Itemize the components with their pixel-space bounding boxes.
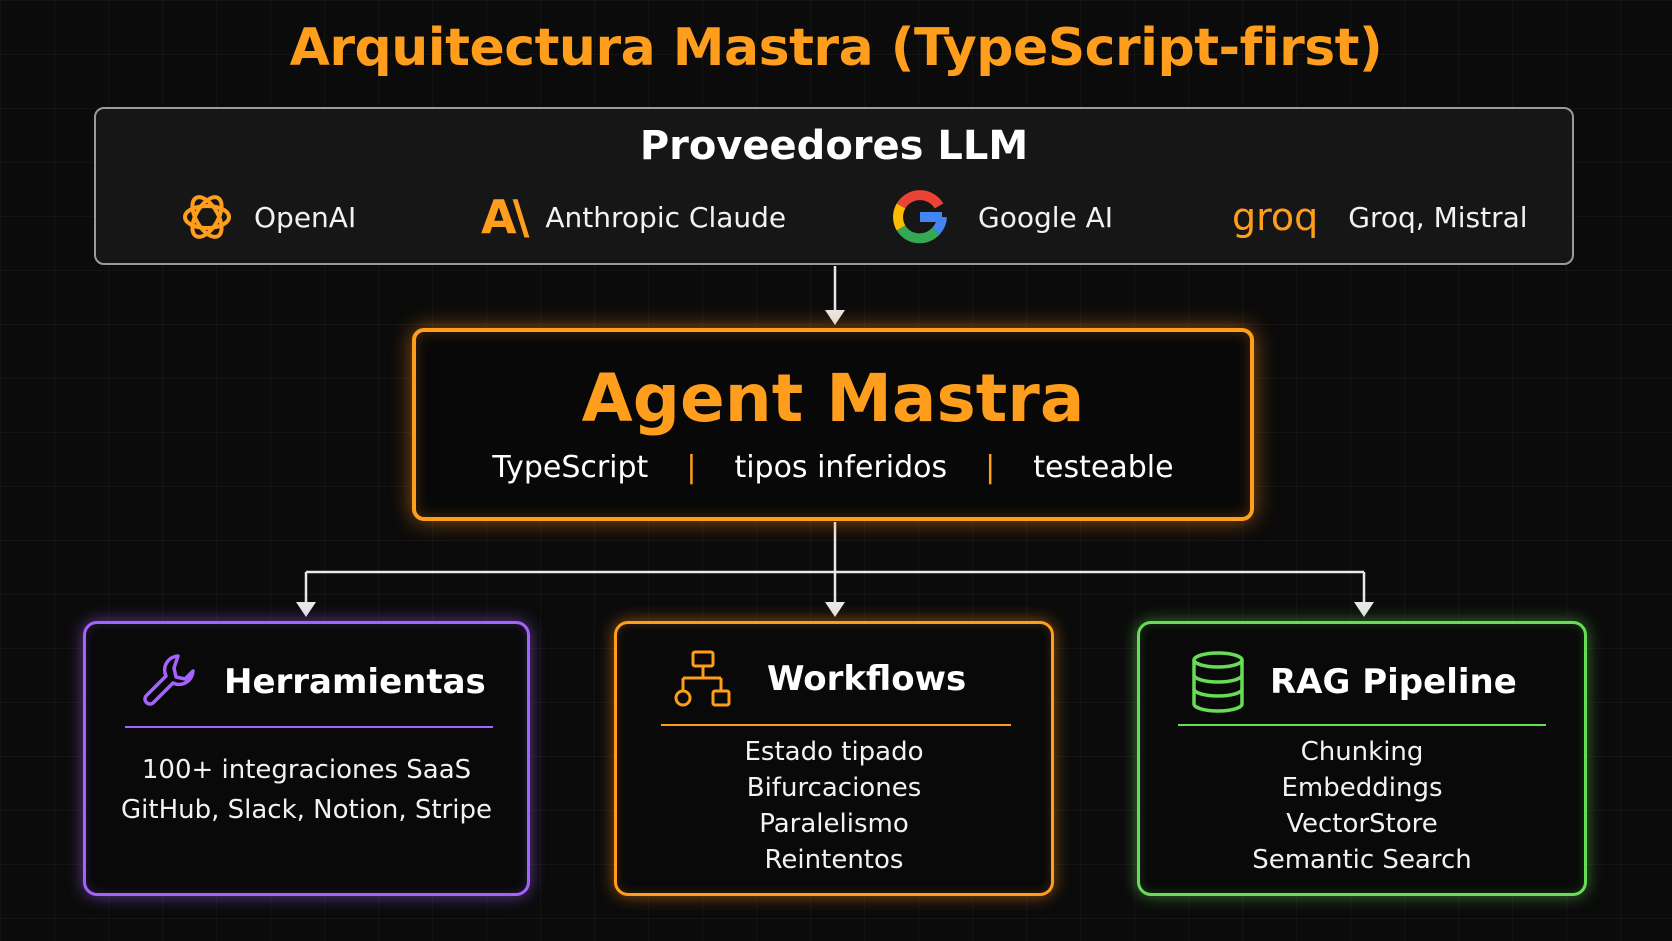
card-line: Embeddings <box>1281 773 1443 803</box>
card-rag-pipeline: RAG Pipeline Chunking Embeddings VectorS… <box>1137 621 1587 896</box>
card-herramientas: Herramientas 100+ integraciones SaaS Git… <box>83 621 530 896</box>
tag-separator: | <box>686 450 697 485</box>
providers-title: Proveedores LLM <box>639 123 1029 169</box>
anthropic-icon: A\ <box>481 190 529 244</box>
provider-anthropic: A\ Anthropic Claude <box>481 187 786 247</box>
card-line: VectorStore <box>1286 809 1438 839</box>
provider-google: Google AI <box>892 187 1113 247</box>
groq-logo: groq <box>1232 195 1319 239</box>
agent-box: Agent Mastra TypeScript | tipos inferido… <box>412 328 1254 521</box>
page-title: Arquitectura Mastra (TypeScript-first) <box>289 18 1383 78</box>
workflow-icon <box>673 650 733 714</box>
tag-separator: | <box>985 450 996 485</box>
card-lines: 100+ integraciones SaaS GitHub, Slack, N… <box>86 750 527 830</box>
card-divider <box>1178 724 1546 726</box>
agent-title: Agent Mastra <box>581 360 1085 437</box>
wrench-icon <box>138 650 198 714</box>
card-lines: Estado tipado Bifurcaciones Paralelismo … <box>617 734 1051 878</box>
providers-box: Proveedores LLM OpenAI A\ Anthropic Clau… <box>94 107 1574 265</box>
card-divider <box>125 726 493 728</box>
agent-tag: tipos inferidos <box>734 450 948 485</box>
card-title: Workflows <box>767 659 967 699</box>
provider-label: OpenAI <box>254 200 357 234</box>
database-icon <box>1190 650 1246 718</box>
provider-openai: OpenAI <box>180 187 356 247</box>
provider-label: Anthropic Claude <box>545 200 787 234</box>
provider-label: Groq, Mistral <box>1348 200 1528 234</box>
agent-tag: TypeScript <box>492 450 649 485</box>
card-line: Chunking <box>1300 737 1424 767</box>
card-line: Estado tipado <box>744 737 924 767</box>
card-line: GitHub, Slack, Notion, Stripe <box>121 795 492 825</box>
card-line: Semantic Search <box>1252 845 1472 875</box>
card-line: Bifurcaciones <box>746 773 922 803</box>
provider-label: Google AI <box>978 200 1114 234</box>
openai-icon <box>180 190 234 244</box>
card-line: Paralelismo <box>759 809 909 839</box>
card-title: RAG Pipeline <box>1270 662 1517 702</box>
card-title: Herramientas <box>224 662 486 702</box>
card-workflows: Workflows Estado tipado Bifurcaciones Pa… <box>614 621 1054 896</box>
agent-tags: TypeScript | tipos inferidos | testeable <box>416 450 1250 485</box>
card-line: 100+ integraciones SaaS <box>141 755 472 785</box>
card-line: Reintentos <box>764 845 904 875</box>
google-icon <box>892 189 948 245</box>
card-lines: Chunking Embeddings VectorStore Semantic… <box>1140 734 1584 878</box>
provider-groq: groq Groq, Mistral <box>1232 187 1528 247</box>
card-divider <box>661 724 1011 726</box>
agent-tag: testeable <box>1033 450 1174 485</box>
